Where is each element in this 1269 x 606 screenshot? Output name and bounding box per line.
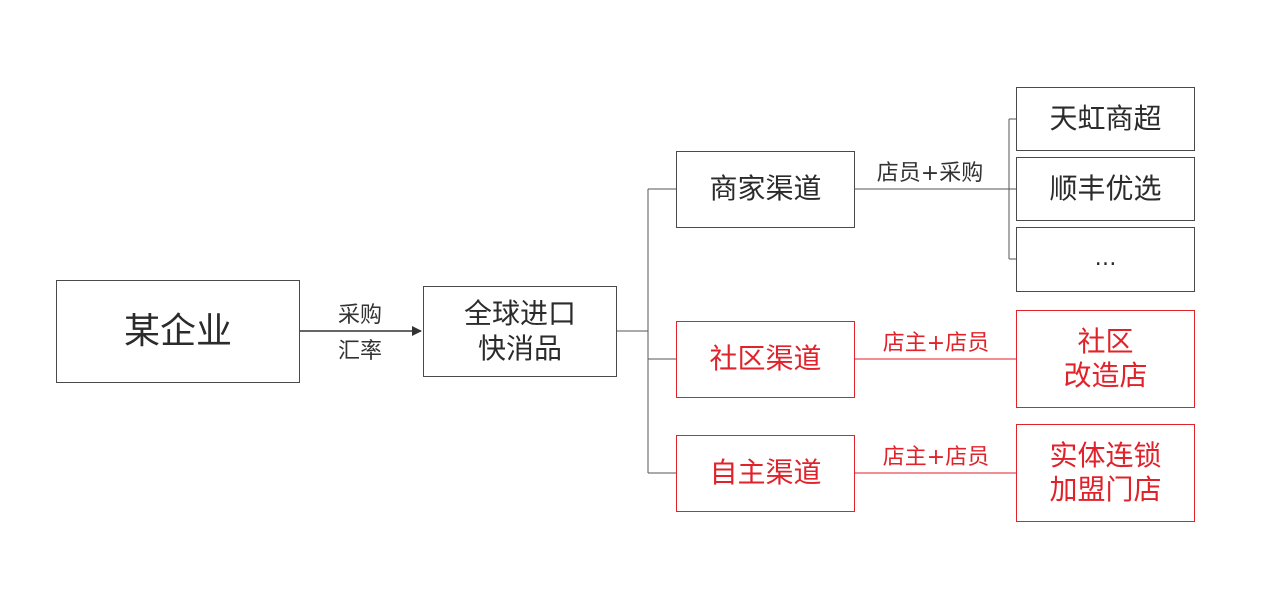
- product-node: 全球进口 快消品: [423, 286, 617, 377]
- outlet-franchise-store: 实体连锁 加盟门店: [1016, 424, 1195, 522]
- channel-independent-node: 自主渠道: [676, 435, 855, 512]
- outlet-tianhong: 天虹商超: [1016, 87, 1195, 151]
- outlet-franchise-line1: 实体连锁: [1049, 438, 1162, 472]
- source-node: 某企业: [56, 280, 300, 383]
- outlet-community-line2: 改造店: [1063, 359, 1148, 392]
- outlet-shunfeng: 顺丰优选: [1016, 157, 1195, 221]
- product-line1: 全球进口: [463, 297, 576, 331]
- edge-label-merchant: 店员+采购: [876, 161, 984, 186]
- channel-community-label: 社区渠道: [709, 342, 822, 376]
- outlet-more-label: …: [1094, 246, 1117, 272]
- edge-label-community: 店主+店员: [882, 331, 990, 356]
- outlet-community-store: 社区 改造店: [1016, 310, 1195, 408]
- outlet-tianhong-label: 天虹商超: [1049, 101, 1162, 135]
- channel-community-node: 社区渠道: [676, 321, 855, 398]
- edge-label-exchange-rate: 汇率: [337, 339, 382, 364]
- source-label: 某企业: [123, 310, 232, 352]
- outlet-franchise-line2: 加盟门店: [1049, 473, 1162, 506]
- outlet-community-line1: 社区: [1077, 324, 1134, 358]
- outlet-more: …: [1016, 227, 1195, 292]
- product-line2: 快消品: [477, 331, 562, 365]
- channel-merchant-label: 商家渠道: [709, 172, 822, 206]
- outlet-shunfeng-label: 顺丰优选: [1049, 171, 1162, 205]
- channel-independent-label: 自主渠道: [709, 456, 822, 490]
- edge-label-independent: 店主+店员: [882, 445, 990, 470]
- channel-merchant-node: 商家渠道: [676, 151, 855, 228]
- edge-label-purchase: 采购: [337, 303, 382, 328]
